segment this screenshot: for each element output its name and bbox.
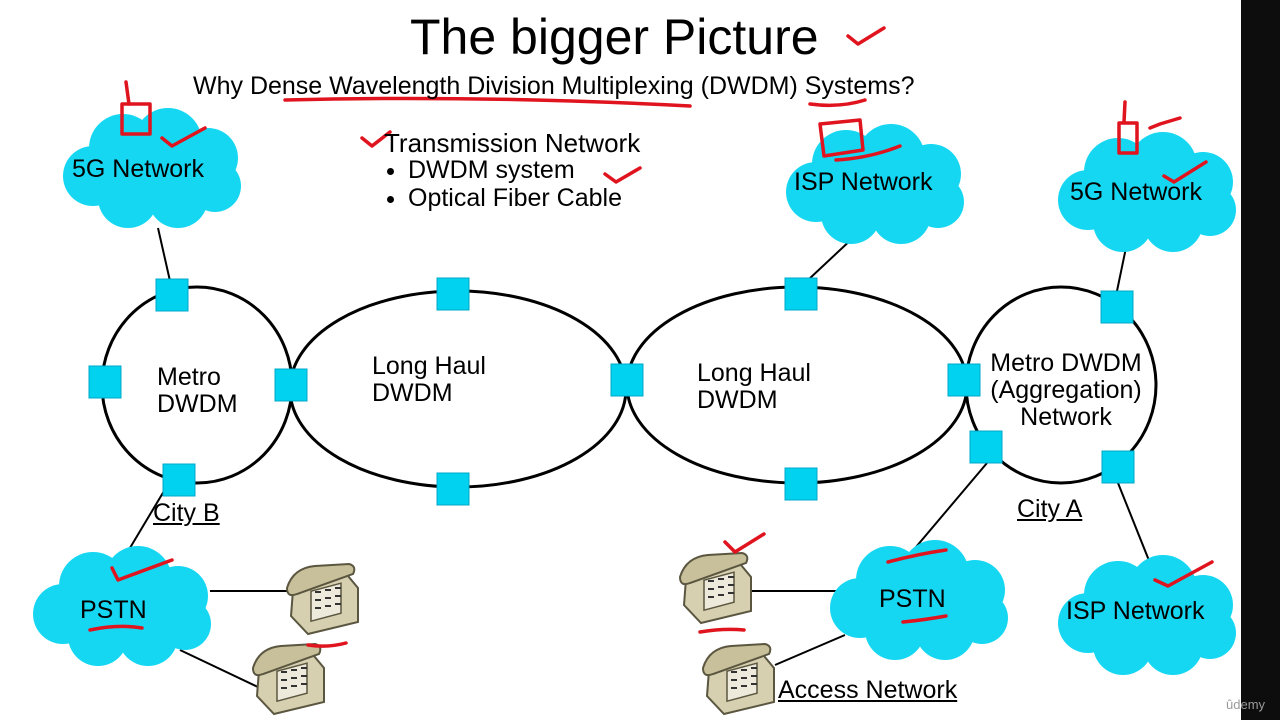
watermark: ûdemy xyxy=(1226,697,1266,712)
node xyxy=(155,278,189,312)
right-dark-bar xyxy=(1241,0,1280,720)
node xyxy=(162,463,196,497)
transmission-list: DWDM system Optical Fiber Cable xyxy=(384,156,622,212)
node xyxy=(274,368,308,402)
page-subtitle: Why Dense Wavelength Division Multiplexi… xyxy=(193,72,915,100)
node xyxy=(784,277,818,311)
list-item: DWDM system xyxy=(408,156,622,184)
node xyxy=(784,467,818,501)
ring-label-metro-left: Metro DWDM xyxy=(157,363,238,418)
cloud-label-5g-left: 5G Network xyxy=(72,155,204,183)
node xyxy=(436,472,470,506)
transmission-heading: Transmission Network xyxy=(384,128,641,158)
node xyxy=(969,430,1003,464)
city-b-label: City B xyxy=(153,499,220,527)
telephone-icon xyxy=(252,643,325,715)
telephones xyxy=(252,552,775,715)
ring-label-metro-right: Metro DWDM (Aggregation) Network xyxy=(990,349,1142,431)
ring-label-long-haul-1: Long Haul DWDM xyxy=(372,352,486,407)
telephone-icon xyxy=(702,643,775,715)
telephone-icon xyxy=(286,563,359,635)
cloud-label-isp-bottom: ISP Network xyxy=(1066,597,1205,625)
node xyxy=(436,277,470,311)
node xyxy=(1101,450,1135,484)
telephone-icon xyxy=(679,552,752,624)
cloud-label-isp-top: ISP Network xyxy=(794,168,933,196)
access-network-label: Access Network xyxy=(778,676,958,704)
cloud-label-pstn-right: PSTN xyxy=(879,585,946,613)
list-item: Optical Fiber Cable xyxy=(408,184,622,212)
node xyxy=(947,363,981,397)
page-title: The bigger Picture xyxy=(410,9,819,65)
ring-label-long-haul-2: Long Haul DWDM xyxy=(697,359,811,414)
nodes xyxy=(88,277,1135,506)
node xyxy=(88,365,122,399)
city-a-label: City A xyxy=(1017,495,1083,523)
node xyxy=(1100,290,1134,324)
cloud-label-pstn-left: PSTN xyxy=(80,596,147,624)
node xyxy=(610,363,644,397)
red-annotations xyxy=(88,26,1214,648)
cloud-label-5g-right: 5G Network xyxy=(1070,178,1202,206)
